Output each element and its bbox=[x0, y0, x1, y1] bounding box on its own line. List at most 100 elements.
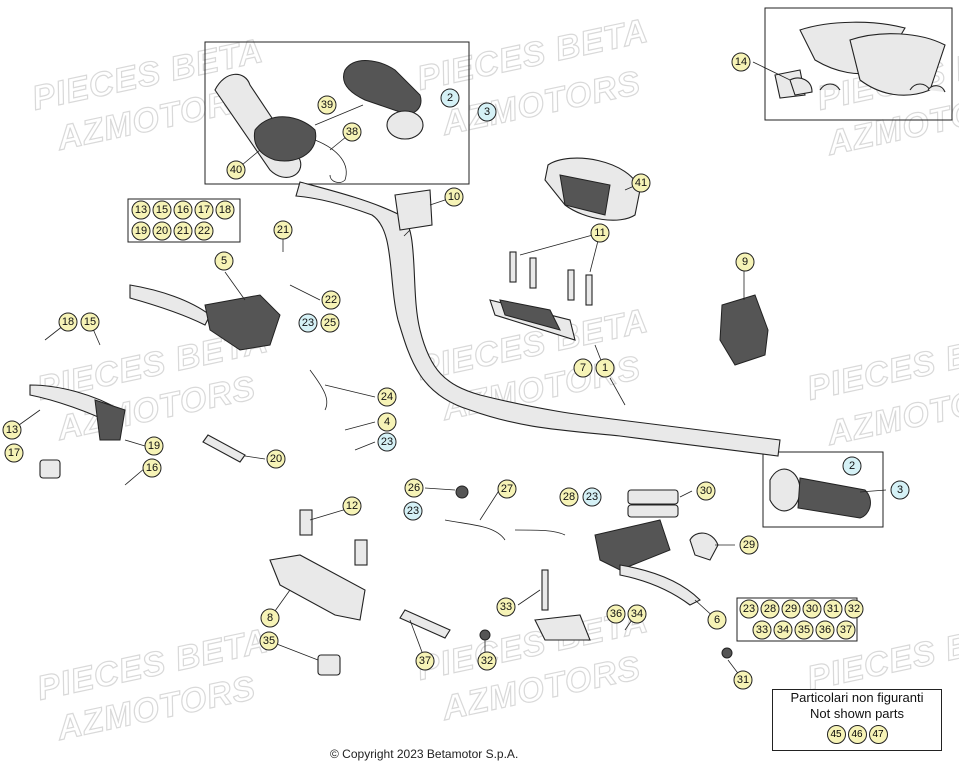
riser-clamp-parts bbox=[269, 509, 368, 676]
callout-label: 41 bbox=[635, 177, 647, 189]
callout-21: 21 bbox=[173, 221, 193, 241]
right-group-box bbox=[736, 597, 858, 642]
callout-32: 32 bbox=[844, 599, 864, 619]
callout-label: 9 bbox=[742, 256, 748, 268]
callout-label: 20 bbox=[156, 225, 168, 237]
callout-18: 18 bbox=[58, 312, 78, 332]
callout-label: 16 bbox=[146, 462, 158, 474]
callout-label: 39 bbox=[321, 99, 333, 111]
callout-33: 33 bbox=[752, 620, 772, 640]
callout-label: 40 bbox=[230, 164, 242, 176]
callout-label: 31 bbox=[737, 674, 749, 686]
callout-label: 34 bbox=[777, 624, 789, 636]
callout-31: 31 bbox=[733, 670, 753, 690]
right-grip-inset-box bbox=[762, 451, 884, 528]
callout-1: 1 bbox=[595, 358, 615, 378]
callout-2: 2 bbox=[440, 88, 460, 108]
callout-40: 40 bbox=[226, 160, 246, 180]
part-badge: 47 bbox=[868, 725, 888, 744]
callout-3: 3 bbox=[890, 480, 910, 500]
callout-19: 19 bbox=[144, 436, 164, 456]
callout-11: 11 bbox=[590, 223, 610, 243]
callout-28: 28 bbox=[559, 487, 579, 507]
callout-label: 17 bbox=[8, 447, 20, 459]
switch-10-wire bbox=[403, 229, 411, 237]
misc-parts bbox=[309, 369, 733, 659]
right-brake-assembly bbox=[594, 489, 719, 606]
callout-label: 18 bbox=[62, 316, 74, 328]
callout-label: 23 bbox=[302, 317, 314, 329]
left-group-box bbox=[127, 198, 241, 243]
callout-label: 33 bbox=[500, 601, 512, 613]
callout-label: 15 bbox=[84, 316, 96, 328]
callout-23: 23 bbox=[403, 501, 423, 521]
copyright-notice: © Copyright 2023 Betamotor S.p.A. bbox=[330, 747, 519, 761]
handguard-inset-box bbox=[764, 7, 953, 121]
callout-30: 30 bbox=[802, 599, 822, 619]
callout-label: 28 bbox=[764, 603, 776, 615]
callout-label: 13 bbox=[135, 204, 147, 216]
callout-16: 16 bbox=[142, 458, 162, 478]
callout-16: 16 bbox=[173, 200, 193, 220]
callout-37: 37 bbox=[836, 620, 856, 640]
callout-41: 41 bbox=[631, 173, 651, 193]
callout-12: 12 bbox=[342, 496, 362, 516]
callout-36: 36 bbox=[815, 620, 835, 640]
callout-31: 31 bbox=[823, 599, 843, 619]
callout-10: 10 bbox=[444, 187, 464, 207]
callout-6: 6 bbox=[707, 610, 727, 630]
callout-label: 28 bbox=[563, 491, 575, 503]
part-badge: 46 bbox=[847, 725, 867, 744]
callout-label: 30 bbox=[806, 603, 818, 615]
callout-18: 18 bbox=[215, 200, 235, 220]
callout-label: 16 bbox=[177, 204, 189, 216]
callout-label: 13 bbox=[6, 424, 18, 436]
callout-label: 32 bbox=[481, 655, 493, 667]
callout-33: 33 bbox=[496, 597, 516, 617]
callout-25: 25 bbox=[320, 313, 340, 333]
callout-label: 14 bbox=[735, 56, 747, 68]
callout-label: 29 bbox=[743, 539, 755, 551]
handguard-parts bbox=[774, 21, 946, 99]
callout-37: 37 bbox=[415, 651, 435, 671]
callout-label: 21 bbox=[177, 225, 189, 237]
callout-20: 20 bbox=[152, 221, 172, 241]
callout-label: 33 bbox=[756, 624, 768, 636]
callout-label: 18 bbox=[219, 204, 231, 216]
callout-36: 36 bbox=[606, 604, 626, 624]
callout-label: 24 bbox=[381, 391, 393, 403]
callout-label: 12 bbox=[346, 500, 358, 512]
callout-23: 23 bbox=[582, 487, 602, 507]
callout-17: 17 bbox=[4, 443, 24, 463]
callout-38: 38 bbox=[342, 122, 362, 142]
callout-label: 3 bbox=[897, 484, 903, 496]
callout-label: 22 bbox=[198, 225, 210, 237]
callout-34: 34 bbox=[773, 620, 793, 640]
callout-label: 10 bbox=[448, 191, 460, 203]
callout-35: 35 bbox=[259, 631, 279, 651]
callout-39: 39 bbox=[317, 95, 337, 115]
callout-label: 36 bbox=[610, 608, 622, 620]
callout-27: 27 bbox=[497, 479, 517, 499]
callout-23: 23 bbox=[739, 599, 759, 619]
callout-label: 6 bbox=[714, 614, 720, 626]
switch-9 bbox=[719, 294, 769, 366]
callout-label: 35 bbox=[263, 635, 275, 647]
callout-label: 17 bbox=[198, 204, 210, 216]
callout-22: 22 bbox=[194, 221, 214, 241]
callout-26: 26 bbox=[404, 478, 424, 498]
callout-label: 1 bbox=[602, 362, 608, 374]
throttle-parts bbox=[214, 60, 424, 183]
callout-label: 20 bbox=[270, 453, 282, 465]
callout-23: 23 bbox=[377, 432, 397, 452]
callout-24: 24 bbox=[377, 387, 397, 407]
callout-label: 29 bbox=[785, 603, 797, 615]
callout-label: 23 bbox=[381, 436, 393, 448]
callout-label: 38 bbox=[346, 126, 358, 138]
callout-label: 32 bbox=[848, 603, 860, 615]
callout-label: 37 bbox=[840, 624, 852, 636]
